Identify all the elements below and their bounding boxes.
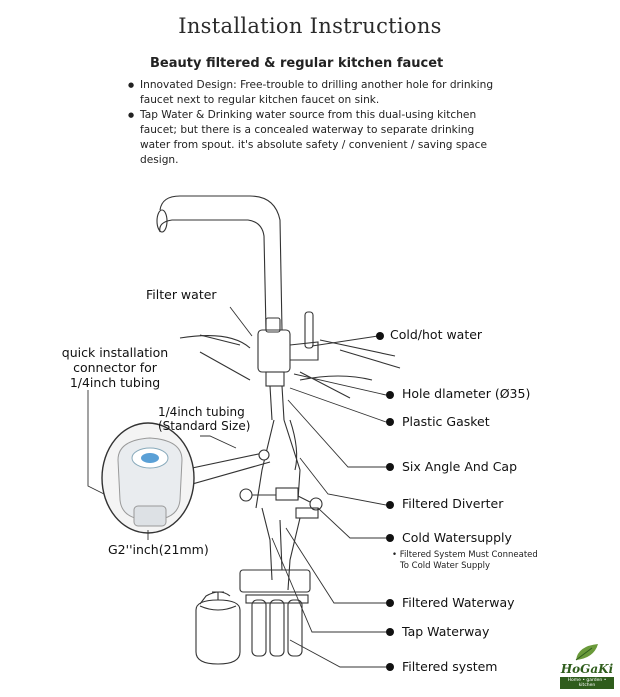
callout-dot	[386, 418, 394, 426]
note-bullet: •	[392, 550, 400, 560]
note-line: To Cold Water Supply	[400, 561, 491, 571]
callout-dot	[376, 332, 384, 340]
feature-item: Tap Water & Drinking water source from t…	[128, 108, 498, 168]
label-filtered-waterway: Filtered Waterway	[402, 595, 515, 610]
page-title: Installation Instructions	[178, 14, 442, 38]
callout-dot	[386, 501, 394, 509]
feature-list: Innovated Design: Free-trouble to drilli…	[128, 78, 498, 168]
note-line: Filtered System Must Conneated	[399, 550, 538, 560]
label-hole-diameter: Hole dlameter (Ø35)	[402, 386, 531, 401]
callout-dot	[386, 391, 394, 399]
callout-dot	[386, 534, 394, 542]
label-six-angle-cap: Six Angle And Cap	[402, 459, 518, 474]
label-line: quick installation	[61, 345, 169, 360]
callout-dot	[386, 663, 394, 671]
faucet-lever	[304, 311, 314, 349]
page-subtitle: Beauty filtered & regular kitchen faucet	[150, 56, 444, 71]
label-tubing: 1/4inch tubing (Standard Size)	[158, 405, 250, 433]
callout-dot	[386, 628, 394, 636]
faucet-spout	[159, 195, 283, 331]
label-line: 1/4inch tubing	[69, 375, 161, 390]
brand-tagline: Home • garden • kitchen	[560, 677, 614, 689]
leaf-icon	[575, 644, 598, 661]
diverter-valve	[275, 487, 299, 501]
label-tap-waterway: Tap Waterway	[402, 624, 490, 639]
label-line: 1/4inch tubing	[158, 405, 245, 419]
label-filtered-system: Filtered system	[402, 659, 498, 674]
label-thread-size: G2''inch(21mm)	[108, 542, 209, 557]
label-filtered-diverter: Filtered Diverter	[402, 496, 504, 511]
filter-cartridge	[269, 599, 285, 657]
brand-logo: HoGaKi Home • garden • kitchen	[556, 640, 618, 692]
cold-supply-note: • Filtered System Must Conneated To Cold…	[392, 550, 538, 572]
pump-unit	[239, 569, 311, 593]
label-line: connector for	[73, 360, 157, 375]
filter-cartridge	[251, 599, 267, 657]
filter-cartridge	[287, 599, 303, 657]
faucet-body	[257, 329, 291, 373]
countertop	[199, 334, 401, 399]
label-quick-connector: quick installation connector for 1/4inch…	[50, 345, 180, 390]
brand-name: HoGaKi	[560, 662, 614, 676]
label-filter-water: Filter water	[146, 287, 217, 302]
callout-dot	[386, 463, 394, 471]
pressure-tank	[195, 599, 241, 665]
label-cold-hot-water: Cold/hot water	[390, 327, 483, 342]
label-plastic-gasket: Plastic Gasket	[402, 414, 490, 429]
label-cold-water-supply: Cold Watersupply	[402, 530, 512, 545]
quick-connector-callout	[101, 422, 195, 534]
callout-dot	[386, 599, 394, 607]
feature-item: Innovated Design: Free-trouble to drilli…	[128, 78, 498, 108]
label-line: (Standard Size)	[158, 419, 251, 433]
